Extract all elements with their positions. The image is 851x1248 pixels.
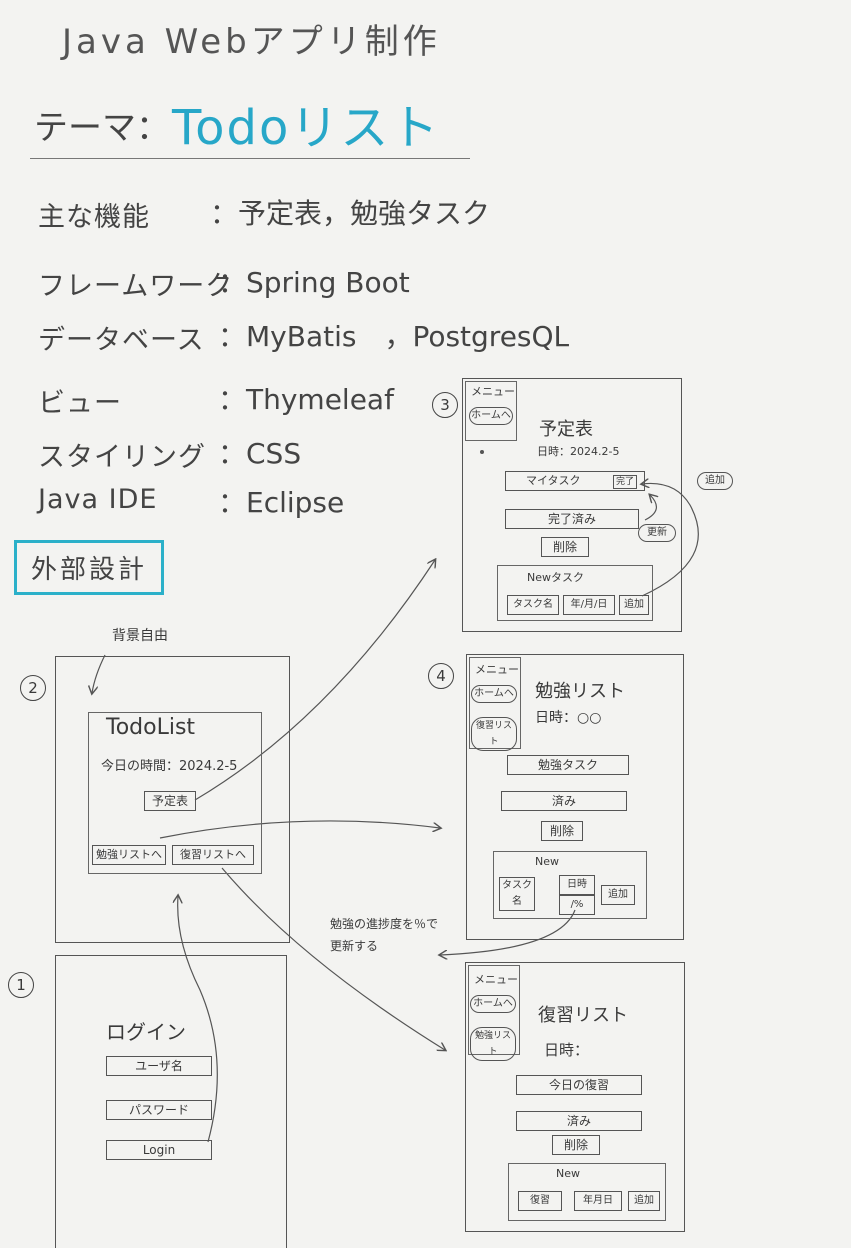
study-add-button[interactable]: 追加	[601, 885, 635, 905]
review-home-link[interactable]: ホームへ	[470, 995, 516, 1013]
spec-value-framework: ：Spring Boot	[218, 266, 410, 299]
schedule-date-field[interactable]: 年/月/日	[563, 595, 615, 615]
review-add-button[interactable]: 追加	[628, 1191, 660, 1211]
screen-number-3: 3	[432, 392, 458, 418]
spec-value-features: ：予定表，勉強タスク	[210, 197, 491, 230]
login-button[interactable]: Login	[106, 1140, 212, 1160]
study-date: 日時：○○	[535, 710, 602, 726]
schedule-screen: メニュー ホームへ 予定表 日時：2024.2-5 マイタスク 完了 完了済み …	[462, 378, 682, 632]
review-list-button[interactable]: 復習リストへ	[172, 845, 254, 865]
study-title: 勉強リスト	[535, 681, 625, 702]
page-title: Java Webアプリ制作	[62, 22, 441, 62]
spec-label-features: 主な機能	[38, 202, 150, 233]
schedule-new-panel	[497, 565, 653, 621]
home-title: TodoList	[106, 715, 196, 740]
schedule-new-title: Newタスク	[527, 571, 584, 584]
schedule-menu-panel	[465, 381, 517, 441]
arrow-home-to-review	[221, 867, 445, 1050]
theme-value: Todoリスト	[172, 100, 441, 156]
schedule-task-row: マイタスク	[505, 471, 645, 491]
schedule-button[interactable]: 予定表	[144, 791, 196, 811]
divider	[30, 158, 470, 159]
screen-number-4: 4	[428, 663, 454, 689]
schedule-add-note: 追加	[697, 472, 733, 490]
study-task-row: 勉強タスク	[507, 755, 629, 775]
review-task-row: 今日の復習	[516, 1075, 642, 1095]
screen-number-1: 1	[8, 972, 34, 998]
study-new-title: New	[535, 855, 559, 868]
arrow-home-to-schedule	[194, 560, 435, 801]
review-delete-button[interactable]: 削除	[552, 1135, 600, 1155]
study-progress-field[interactable]: /%	[559, 895, 595, 915]
spec-value-database: ：MyBatis ，PostgresQL	[218, 320, 570, 353]
note-arrow	[92, 654, 106, 693]
password-field[interactable]: パスワード	[106, 1100, 212, 1120]
review-title: 復習リスト	[538, 1005, 628, 1026]
arrow-add	[642, 483, 699, 597]
schedule-complete-button[interactable]: 完了	[613, 475, 637, 489]
spec-value-styling: ：CSS	[218, 437, 302, 470]
study-progress-note: 勉強の進捗度を％で更新する	[330, 917, 439, 953]
review-new-title: New	[556, 1167, 580, 1180]
review-screen: メニュー ホームへ 勉強リスト 復習リスト 日時： 今日の復習 済み 削除 Ne…	[465, 962, 685, 1232]
theme-label: テーマ：	[34, 108, 170, 148]
study-delete-button[interactable]: 削除	[541, 821, 583, 841]
spec-label-ide: Java IDE	[38, 484, 158, 515]
spec-value-view: ：Thymeleaf	[218, 383, 394, 416]
study-new-panel	[493, 851, 647, 919]
study-menu-panel	[469, 657, 521, 749]
study-list-button[interactable]: 勉強リストへ	[92, 845, 166, 865]
spec-value-ide: ：Eclipse	[218, 486, 345, 519]
home-panel	[88, 712, 262, 874]
arrow-update	[644, 495, 656, 521]
home-note: 背景自由	[112, 628, 168, 644]
login-title: ログイン	[106, 1020, 186, 1044]
review-done-row: 済み	[516, 1111, 642, 1131]
spec-label-database: データベース	[38, 325, 205, 356]
home-date: 今日の時間：2024.2-5	[101, 759, 238, 774]
schedule-add-button[interactable]: 追加	[619, 595, 649, 615]
review-menu-panel	[468, 965, 520, 1055]
schedule-done-row: 完了済み	[505, 509, 639, 529]
spec-label-styling: スタイリング	[38, 442, 206, 473]
spec-label-view: ビュー	[38, 388, 122, 419]
schedule-task-name-field[interactable]: タスク名	[507, 595, 559, 615]
review-study-link[interactable]: 勉強リスト	[470, 1027, 516, 1061]
arrow-login-to-home	[178, 896, 218, 1143]
schedule-menu-label: メニュー	[471, 385, 515, 398]
study-task-name-field[interactable]: タスク名	[499, 877, 535, 911]
review-menu-label: メニュー	[474, 973, 518, 986]
review-name-field[interactable]: 復習	[518, 1191, 562, 1211]
study-date-field[interactable]: 日時	[559, 875, 595, 895]
schedule-home-link[interactable]: ホームへ	[469, 407, 513, 425]
arrow-home-to-study	[159, 820, 440, 839]
review-date-field[interactable]: 年月日	[574, 1191, 622, 1211]
study-screen: メニュー ホームへ 復習リスト 勉強リスト 日時：○○ 勉強タスク 済み 削除 …	[466, 654, 684, 940]
user-name-field[interactable]: ユーザ名	[106, 1056, 212, 1076]
study-home-link[interactable]: ホームへ	[471, 685, 517, 703]
schedule-date: 日時：2024.2-5	[537, 445, 620, 458]
home-screen: TodoList 今日の時間：2024.2-5 予定表 勉強リストへ 復習リスト…	[55, 656, 290, 943]
schedule-update-note: 更新	[638, 524, 676, 542]
study-done-row: 済み	[501, 791, 627, 811]
screen-number-2: 2	[20, 675, 46, 701]
section-title: 外部設計	[14, 540, 165, 595]
study-menu-label: メニュー	[475, 663, 519, 676]
study-review-link[interactable]: 復習リスト	[471, 717, 517, 751]
schedule-title: 予定表	[539, 419, 593, 440]
review-date: 日時：	[544, 1041, 590, 1059]
schedule-delete-button[interactable]: 削除	[541, 537, 589, 557]
login-screen: ログイン ユーザ名 パスワード Login	[55, 955, 287, 1248]
review-new-panel	[508, 1163, 666, 1221]
spec-label-framework: フレームワーク	[38, 271, 234, 302]
